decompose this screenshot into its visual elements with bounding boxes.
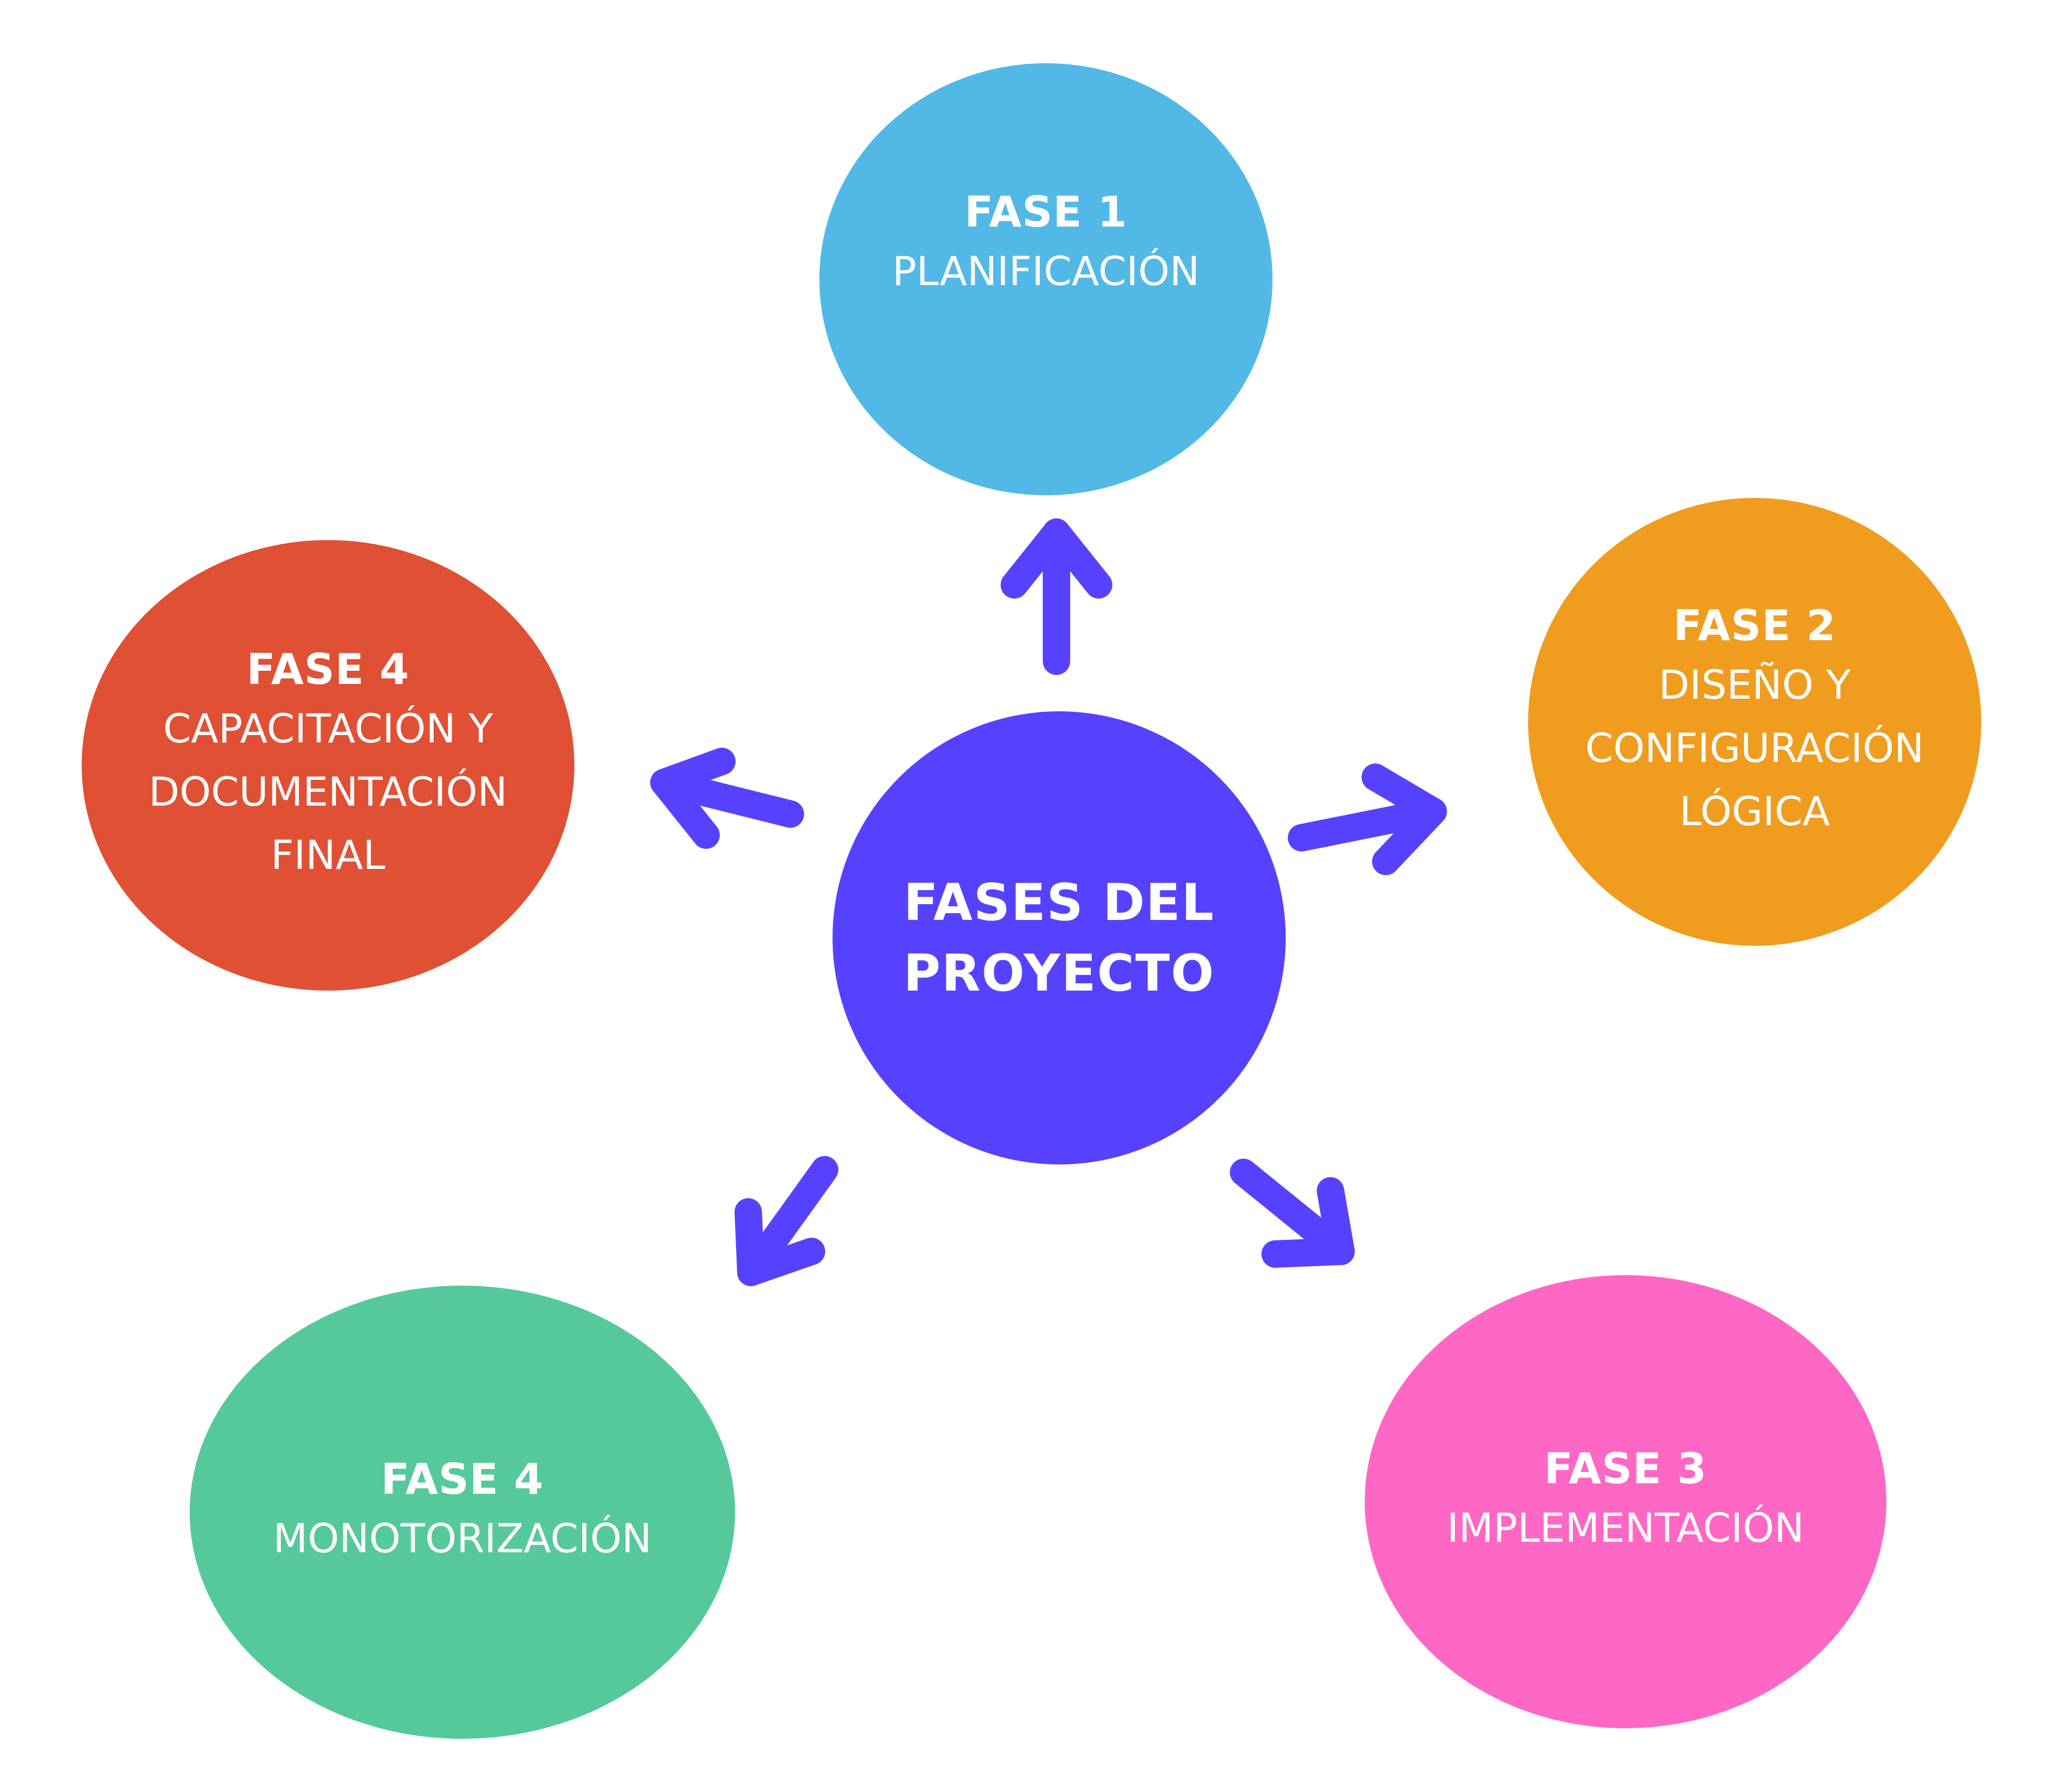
center-node: FASES DEL PROYECTO — [833, 711, 1286, 1164]
arrow-right-icon — [1288, 763, 1447, 875]
phase-description-line: CONFIGURACIÓN — [1585, 724, 1924, 771]
phase-description: CAPACITACIÓN Y DOCUMENTACIÓN FINAL — [149, 697, 507, 887]
arrow-left-icon — [650, 748, 804, 849]
phase-node-fase3: FASE 3 IMPLEMENTACIÓN — [1365, 1275, 1886, 1728]
phase-description: PLANIFICACIÓN — [892, 240, 1199, 303]
phase-label: FASE 1 — [964, 188, 1128, 237]
phase-node-fase4-bottom: FASE 4 MONOTORIZACIÓN — [190, 1286, 735, 1739]
arrow-down-right-icon — [1230, 1159, 1355, 1268]
phase-description-line: IMPLEMENTACIÓN — [1447, 1504, 1804, 1551]
phase-description-line: DISEÑO Y — [1658, 661, 1851, 708]
phase-description-line: LÓGICA — [1679, 788, 1830, 835]
phase-description: DISEÑO Y CONFIGURACIÓN LÓGICA — [1586, 653, 1924, 843]
phase-description: IMPLEMENTACIÓN — [1447, 1496, 1804, 1560]
arrow-up-icon — [1001, 518, 1112, 675]
phase-description: MONOTORIZACIÓN — [273, 1507, 651, 1570]
phase-description-line: DOCUMENTACIÓN — [149, 768, 507, 815]
phase-description-line: PLANIFICACIÓN — [892, 248, 1200, 295]
phase-description-line: FINAL — [270, 831, 386, 878]
arrow-down-left-icon — [735, 1156, 838, 1286]
phase-label: FASE 2 — [1673, 601, 1836, 650]
phase-description-line: MONOTORIZACIÓN — [273, 1515, 652, 1562]
phase-node-fase1: FASE 1 PLANIFICACIÓN — [819, 63, 1273, 495]
center-title-line-2: PROYECTO — [903, 944, 1215, 1003]
phase-label: FASE 4 — [246, 644, 410, 694]
phase-label: FASE 3 — [1544, 1444, 1707, 1493]
phase-description-line: CAPACITACIÓN Y — [163, 704, 493, 752]
phase-label: FASE 4 — [380, 1455, 544, 1504]
phase-node-fase2: FASE 2 DISEÑO Y CONFIGURACIÓN LÓGICA — [1528, 498, 1981, 946]
phase-node-fase4-left: FASE 4 CAPACITACIÓN Y DOCUMENTACIÓN FINA… — [82, 540, 574, 991]
center-title-line-1: FASES DEL — [903, 873, 1215, 932]
